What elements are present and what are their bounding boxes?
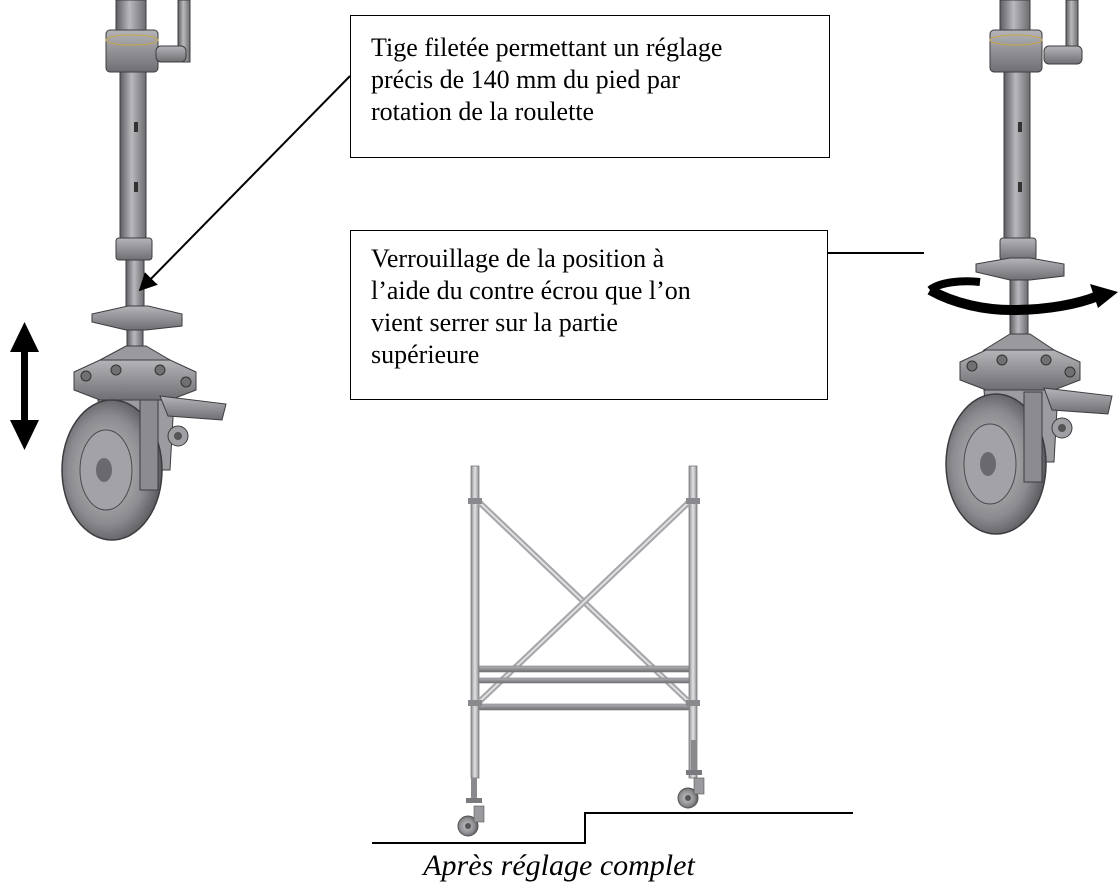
callout-threaded-rod: Tige filetée permettant un réglage préci… [350, 15, 830, 158]
caster-left-illustration [61, 0, 227, 541]
pointer-arrow-icon [138, 75, 351, 292]
double-vertical-arrow-icon [10, 322, 39, 450]
figure-caption: Après réglage complet [423, 849, 695, 882]
callout-locking-nut: Verrouillage de la position à l’aide du … [350, 230, 828, 400]
scaffold-tower-illustration [457, 465, 705, 837]
ground-step-line [372, 812, 853, 844]
rotation-arrow-icon [927, 277, 1118, 316]
caster-right-illustration [945, 0, 1113, 535]
